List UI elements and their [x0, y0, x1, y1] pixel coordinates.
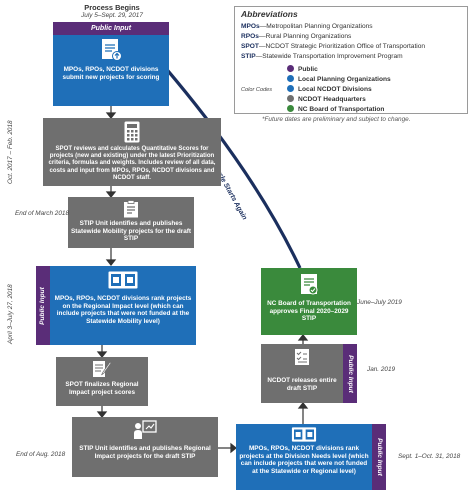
local-divisions-color-dot — [287, 85, 294, 92]
step-9-date: June–July 2019 — [357, 299, 402, 306]
color-codes-label: Color Codes — [241, 87, 273, 93]
process-dates: July 5–Sept. 29, 2017 — [81, 12, 143, 19]
scoreboard-icon — [108, 271, 138, 292]
step-statewide-mobility: STIP Unit identifies and publishes State… — [68, 197, 194, 248]
process-title: Process Begins — [84, 3, 140, 12]
public-input-tab-side: Public Input — [343, 344, 357, 403]
step-7-date: Sept. 1–Oct. 31, 2018 — [398, 453, 461, 460]
public-input-tab-side: Public Input — [372, 424, 386, 490]
document-pencil-icon — [92, 360, 112, 381]
step-3-text: STIP Unit identifies and publishes State… — [71, 220, 192, 243]
color-code-board: NC Board of Transportation — [287, 105, 384, 113]
step-2-date: Oct. 2017 – Feb. 2018 — [7, 120, 14, 184]
headquarters-color-dot — [287, 95, 294, 102]
arrowhead-7-8 — [297, 402, 309, 409]
step-3-date: End of March 2018 — [15, 210, 69, 217]
clipboard-icon — [123, 200, 139, 221]
scoreboard-icon — [291, 427, 317, 445]
step-5-text: SPOT finalizes Regional Impact project s… — [65, 381, 139, 396]
arrowhead-1-2 — [105, 112, 117, 119]
step-8-date: Jan. 2019 — [367, 366, 396, 373]
step-finalize-scores: SPOT finalizes Regional Impact project s… — [56, 357, 148, 406]
arrowhead-4-5 — [96, 351, 108, 358]
step-9-text: NC Board of Transportation approves Fina… — [267, 300, 351, 323]
step-submit-projects: Public Input MPOs, RPOs, NCDOT divisions… — [53, 22, 169, 106]
legend-item-spot: SPOT—NCDOT Strategic Prioritization Offi… — [241, 43, 426, 50]
step-7-text: MPOs, RPOs, NCDOT divisions rank project… — [239, 445, 369, 475]
public-color-dot — [287, 65, 294, 72]
legend-item-rpos: RPOs—Rural Planning Organizations — [241, 33, 352, 40]
step-regional-impact-ranking: Public Input MPOs, RPOs, NCDOT divisions… — [36, 266, 196, 345]
legend-title: Abbreviations — [241, 9, 298, 19]
presenter-icon — [133, 420, 157, 443]
abbreviations-legend: Abbreviations MPOs—Metropolitan Planning… — [234, 6, 468, 114]
calculator-icon — [124, 121, 140, 146]
color-code-headquarters: NCDOT Headquarters — [287, 95, 366, 103]
checklist-icon — [294, 348, 310, 369]
step-4-date: April 3–July 27, 2018 — [7, 284, 14, 344]
approved-document-icon — [298, 272, 320, 299]
step-8-text: NCDOT releases entire draft STIP — [267, 377, 337, 392]
arrowhead-8-9 — [297, 334, 309, 341]
step-spot-reviews: SPOT reviews and calculates Quantitative… — [43, 118, 221, 186]
legend-item-mpos: MPOs—Metropolitan Planning Organizations — [241, 23, 373, 30]
color-code-local-planning: Local Planning Organizations — [287, 75, 391, 83]
step-release-draft-stip: Public Input NCDOT releases entire draft… — [261, 344, 357, 403]
arrowhead-5-6 — [96, 411, 108, 418]
color-code-local-divisions: Local NCDOT Divisions — [287, 85, 372, 93]
local-planning-color-dot — [287, 75, 294, 82]
document-upload-icon — [100, 38, 122, 65]
arrowhead-6-7 — [230, 442, 237, 454]
step-division-needs-ranking: Public Input MPOs, RPOs, NCDOT divisions… — [236, 424, 386, 490]
color-code-public: Public — [287, 65, 318, 73]
step-board-approval: NC Board of Transportation approves Fina… — [261, 268, 357, 335]
step-regional-impact-publish: STIP Unit identifies and publishes Regio… — [72, 417, 218, 477]
arrowhead-3-4 — [105, 259, 117, 266]
public-input-tab-side: Public Input — [36, 266, 50, 345]
public-input-tab: Public Input — [53, 22, 169, 35]
step-6-date: End of Aug. 2018 — [16, 451, 66, 458]
future-dates-note: *Future dates are preliminary and subjec… — [262, 116, 411, 123]
step-6-text: STIP Unit identifies and publishes Regio… — [79, 445, 211, 460]
legend-item-stip: STIP—Statewide Transportation Improvemen… — [241, 53, 403, 60]
step-4-text: MPOs, RPOs, NCDOT divisions rank project… — [54, 295, 192, 325]
step-1-text: MPOs, RPOs, NCDOT divisions submit new p… — [62, 66, 160, 81]
step-2-text: SPOT reviews and calculates Quantitative… — [48, 145, 216, 181]
board-color-dot — [287, 105, 294, 112]
arrowhead-2-3 — [105, 191, 117, 198]
